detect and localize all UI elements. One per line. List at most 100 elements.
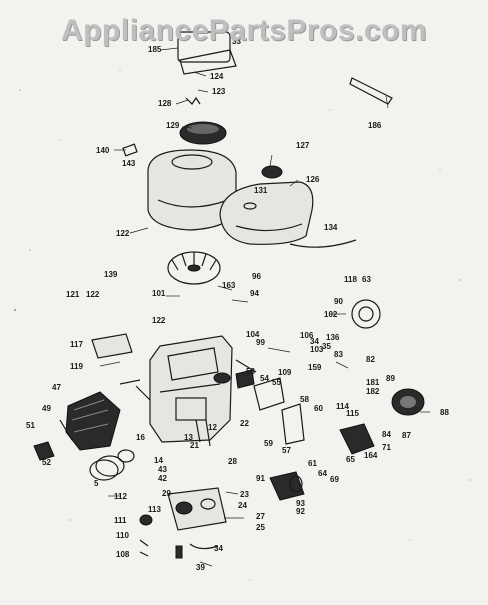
callout-91: 91 (256, 474, 265, 483)
callout-93: 93 (296, 499, 305, 508)
callout-58: 58 (300, 395, 309, 404)
callout-99: 99 (256, 338, 265, 347)
callout-131: 131 (254, 186, 268, 195)
callout-123: 123 (212, 87, 226, 96)
fuel-tank (219, 165, 314, 245)
callout-83: 83 (334, 350, 343, 359)
callout-14: 14 (154, 456, 163, 465)
callout-16: 16 (136, 433, 145, 442)
callout-102: 102 (324, 310, 338, 319)
callout-118: 118 (344, 275, 357, 284)
callout-101: 101 (152, 289, 166, 298)
callout-103: 103 (310, 345, 324, 354)
callout-185: 185 (148, 45, 162, 54)
callout-39: 39 (196, 563, 205, 572)
callout-181: 181 (366, 378, 380, 387)
watermark: AppliancePartsPros.com (60, 14, 428, 47)
callout-106: 106 (300, 331, 314, 340)
callout-71: 71 (382, 443, 391, 452)
callout-128: 128 (158, 99, 172, 108)
governor-linkage (235, 359, 305, 445)
paper-speckle (14, 69, 471, 581)
callout-64: 64 (318, 469, 327, 478)
fuel-line (289, 239, 357, 248)
callout-33: 33 (232, 37, 241, 46)
callout-82: 82 (366, 355, 375, 364)
control-bracket (91, 333, 133, 359)
callout-47: 47 (52, 383, 61, 392)
callout-52: 52 (42, 458, 51, 467)
callout-55: 55 (272, 378, 281, 387)
callout-57: 57 (282, 446, 291, 455)
flywheel-fan (167, 251, 221, 285)
callout-134: 134 (324, 223, 338, 232)
callout-113: 113 (148, 505, 161, 514)
muffler (391, 388, 425, 416)
callout-27: 27 (256, 512, 265, 521)
piston-rings (89, 449, 135, 481)
callout-65: 65 (346, 455, 355, 464)
callout-87: 87 (402, 431, 411, 440)
callout-104: 104 (246, 330, 260, 339)
callout-124: 124 (210, 72, 224, 81)
callout-34: 34 (310, 337, 319, 346)
callout-182: 182 (366, 387, 380, 396)
callout-140: 140 (96, 146, 110, 155)
callout-59: 59 (264, 439, 273, 448)
cylinder-head (65, 391, 121, 451)
callout-119: 119 (70, 362, 83, 371)
starter-motor (269, 471, 305, 501)
small-parts-left (33, 379, 153, 557)
callout-163: 163 (222, 281, 236, 290)
callout-117: 117 (70, 340, 83, 349)
callout-143: 143 (122, 159, 136, 168)
filter-element (179, 121, 227, 145)
callout-89: 89 (386, 374, 395, 383)
callout-94: 94 (250, 289, 259, 298)
callout-63: 63 (362, 275, 371, 284)
callout-21: 21 (190, 441, 199, 450)
part-callouts: 185 33 124 123 128 129 186 140 143 127 1… (26, 37, 449, 572)
callout-129: 129 (166, 121, 180, 130)
callout-110: 110 (116, 531, 129, 540)
callout-88: 88 (440, 408, 449, 417)
callout-54: 54 (260, 374, 269, 383)
callout-43: 43 (158, 465, 167, 474)
callout-96: 96 (252, 272, 261, 281)
callout-5: 5 (94, 479, 99, 488)
engine-block (149, 335, 233, 447)
callout-25: 25 (256, 523, 265, 532)
callout-122-mid: 122 (86, 290, 100, 299)
rewind-starter (351, 299, 381, 329)
callout-164: 164 (364, 451, 378, 460)
callout-109: 109 (278, 368, 292, 377)
leader-lines (99, 47, 430, 567)
callout-69: 69 (330, 475, 339, 484)
callout-112: 112 (114, 492, 127, 501)
callout-186: 186 (368, 121, 382, 130)
callout-136: 136 (326, 333, 340, 342)
choke-handle (349, 77, 393, 109)
callout-35: 35 (322, 342, 331, 351)
air-cleaner-assembly (177, 31, 237, 105)
callout-121: 121 (66, 290, 80, 299)
callout-42: 42 (158, 474, 167, 483)
callout-127: 127 (296, 141, 310, 150)
callout-139: 139 (104, 270, 118, 279)
crankshaft-assembly (167, 487, 227, 559)
callout-34-lower: 34 (214, 544, 223, 553)
callout-122-low: 122 (152, 316, 166, 325)
callout-51: 51 (26, 421, 35, 430)
callout-12: 12 (208, 423, 217, 432)
callout-13: 13 (184, 433, 193, 442)
carburetor (339, 423, 375, 455)
callout-28: 28 (228, 457, 237, 466)
callout-126: 126 (306, 175, 320, 184)
callout-159: 159 (308, 363, 322, 372)
blower-housing (122, 143, 237, 231)
callout-23: 23 (240, 490, 249, 499)
callout-92: 92 (296, 507, 305, 516)
callout-122-top: 122 (116, 229, 130, 238)
